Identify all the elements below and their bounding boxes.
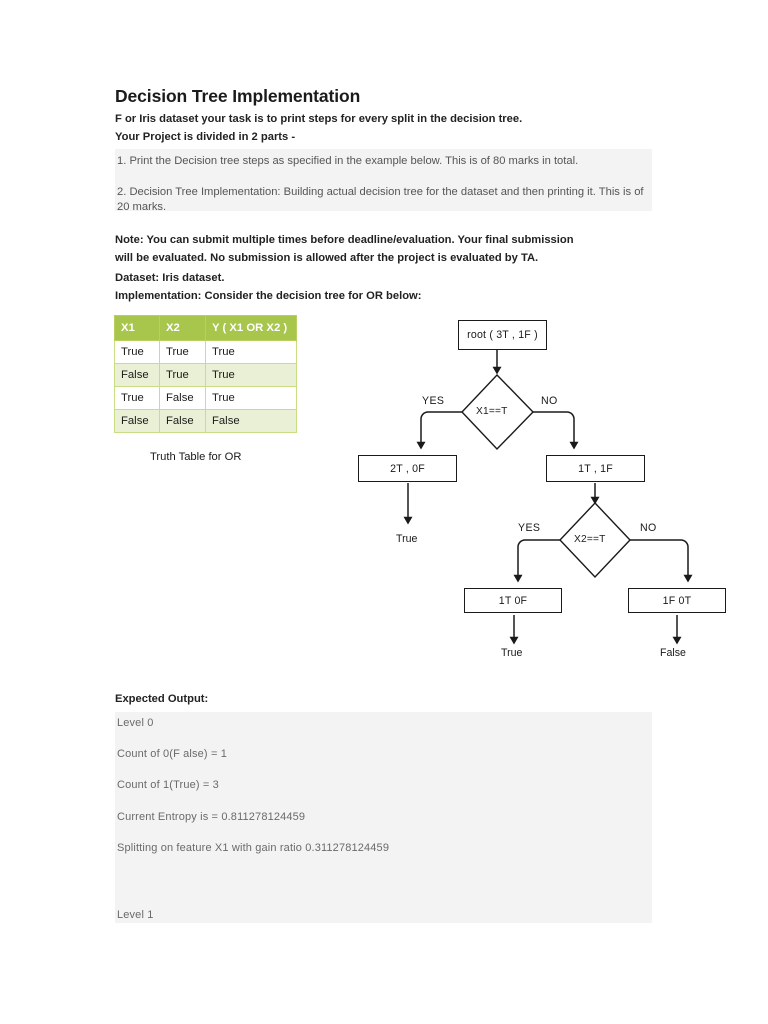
flow-leaf-true-1: True (396, 533, 418, 545)
intro-line-2: Your Project is divided in 2 parts - (115, 131, 296, 143)
expected-output-block (115, 712, 652, 923)
flow-edge-label-no-2: NO (640, 522, 657, 534)
table-cell-x2: True (159, 363, 206, 387)
table-cell-y: True (205, 363, 297, 387)
note-line-1: Note: You can submit multiple times befo… (115, 234, 574, 246)
flowchart-connectors (403, 350, 693, 645)
part-item-2: 2. Decision Tree Implementation: Buildin… (117, 186, 644, 213)
flow-node-root: root ( 3T , 1F ) (458, 320, 547, 350)
table-cell-x2: True (159, 340, 206, 364)
table-cell-x1: False (114, 409, 160, 433)
table-cell-y: True (205, 340, 297, 364)
table-cell-x1: True (114, 340, 160, 364)
output-line-level-0: Level 0 (117, 717, 154, 729)
flow-node-left: 2T , 0F (358, 455, 457, 482)
intro-line-1: F or Iris dataset your task is to print … (115, 113, 523, 125)
table-header-x1: X1 (114, 315, 160, 341)
table-row: False True True (114, 363, 297, 387)
flow-leaf-true-2: True (501, 647, 523, 659)
table-cell-y: True (205, 386, 297, 410)
output-line-splitting: Splitting on feature X1 with gain ratio … (117, 842, 390, 854)
output-line-count-true: Count of 1(True) = 3 (117, 779, 219, 791)
flow-node-leaf-left: 1T 0F (464, 588, 562, 613)
output-line-entropy: Current Entropy is = 0.811278124459 (117, 811, 306, 823)
part-item-1: 1. Print the Decision tree steps as spec… (117, 155, 579, 167)
table-cell-x2: False (159, 409, 206, 433)
decision-diamond-x2 (559, 501, 631, 579)
table-row: False False False (114, 409, 297, 433)
table-header-x2: X2 (159, 315, 206, 341)
flow-node-right: 1T , 1F (546, 455, 645, 482)
flow-decision-label-x1: X1==T (476, 406, 508, 417)
table-cell-x1: False (114, 363, 160, 387)
flow-leaf-false: False (660, 647, 686, 659)
output-line-level-1: Level 1 (117, 909, 154, 921)
decision-tree-flowchart: root ( 3T , 1F ) X1==T X2==T YES NO 2T ,… (340, 305, 760, 675)
table-row: True True True (114, 340, 297, 364)
flow-edge-label-yes-1: YES (422, 395, 445, 407)
output-line-count-false: Count of 0(F alse) = 1 (117, 748, 227, 760)
table-header-y: Y ( X1 OR X2 ) (205, 315, 297, 341)
table-cell-x1: True (114, 386, 160, 410)
truth-table-caption: Truth Table for OR (150, 451, 242, 463)
table-cell-x2: False (159, 386, 206, 410)
decision-diamond-x1 (461, 373, 534, 451)
flow-edge-label-no-1: NO (541, 395, 558, 407)
page-title: Decision Tree Implementation (115, 86, 361, 106)
truth-table: X1 X2 Y ( X1 OR X2 ) True True True Fals… (114, 315, 297, 433)
table-header-row: X1 X2 Y ( X1 OR X2 ) (114, 315, 297, 341)
flow-node-leaf-right: 1F 0T (628, 588, 726, 613)
table-row: True False True (114, 386, 297, 410)
expected-output-title: Expected Output: (115, 693, 209, 705)
implementation-line: Implementation: Consider the decision tr… (115, 290, 422, 302)
dataset-line: Dataset: Iris dataset. (115, 272, 225, 284)
note-line-2: will be evaluated. No submission is allo… (115, 252, 539, 264)
flow-decision-label-x2: X2==T (574, 534, 606, 545)
table-cell-y: False (205, 409, 297, 433)
flow-edge-label-yes-2: YES (518, 522, 541, 534)
parts-highlight-block (115, 149, 652, 211)
